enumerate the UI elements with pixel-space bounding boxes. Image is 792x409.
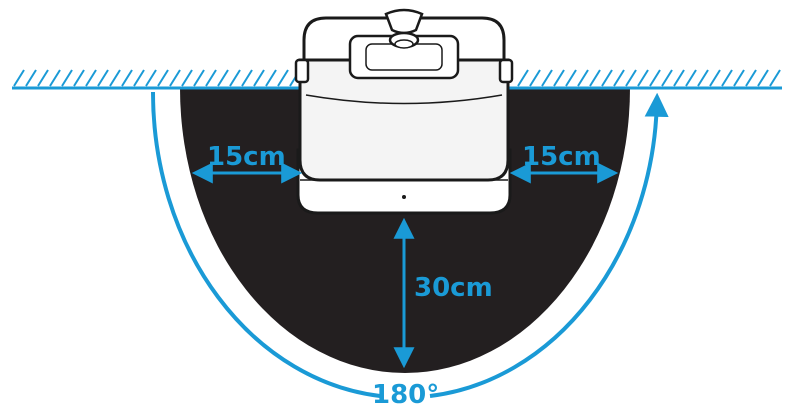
wall-hatch-mark bbox=[673, 69, 685, 87]
wall-hatch-mark bbox=[637, 69, 649, 87]
wall-hatch-mark bbox=[553, 69, 565, 87]
wall-hatch-mark bbox=[145, 69, 157, 87]
wall-hatch-mark bbox=[649, 69, 661, 87]
wall-hatch-mark bbox=[205, 69, 217, 87]
wall-hatch-mark bbox=[61, 69, 73, 87]
wall-hatch-mark bbox=[37, 69, 49, 87]
wall-hatch-mark bbox=[577, 69, 589, 87]
wall-hatch-mark bbox=[745, 69, 757, 87]
wall-hatch-mark bbox=[73, 69, 85, 87]
wall-hatch-mark bbox=[529, 69, 541, 87]
angle-arc-right bbox=[429, 92, 669, 398]
wall-hatch-mark bbox=[685, 69, 697, 87]
wall-hatch-mark bbox=[757, 69, 769, 87]
angle-label: 180° bbox=[372, 380, 439, 409]
front-clearance-label: 30cm bbox=[414, 273, 493, 303]
wall-hatch-mark bbox=[565, 69, 577, 87]
wall-hatch-mark bbox=[589, 69, 601, 87]
wall-hatch-mark bbox=[229, 69, 241, 87]
wall-hatch-mark bbox=[253, 69, 265, 87]
wall-hatch-mark bbox=[193, 69, 205, 87]
wall-hatch-mark bbox=[25, 69, 37, 87]
wall-hatch-mark bbox=[181, 69, 193, 87]
wall-hatch-mark bbox=[625, 69, 637, 87]
wall-hatch-mark bbox=[613, 69, 625, 87]
wall-hatch-mark bbox=[721, 69, 733, 87]
wall-hatch-mark bbox=[709, 69, 721, 87]
wall-hatch-mark bbox=[109, 69, 121, 87]
wall-hatch-mark bbox=[241, 69, 253, 87]
wall-hatch-mark bbox=[541, 69, 553, 87]
wall-hatch-mark bbox=[661, 69, 673, 87]
right-clearance-label: 15cm bbox=[522, 142, 601, 172]
wall-hatch-mark bbox=[157, 69, 169, 87]
wall-hatch-mark bbox=[769, 69, 781, 87]
fountain-icon bbox=[294, 8, 514, 215]
wall-hatch-mark bbox=[277, 69, 289, 87]
wall-hatch-mark bbox=[133, 69, 145, 87]
wall-hatch-mark bbox=[97, 69, 109, 87]
wall-hatch-mark bbox=[517, 69, 529, 87]
wall-hatch-mark bbox=[217, 69, 229, 87]
wall-hatch-mark bbox=[85, 69, 97, 87]
wall-hatch-mark bbox=[169, 69, 181, 87]
wall-hatch-mark bbox=[49, 69, 61, 87]
wall-hatch-mark bbox=[697, 69, 709, 87]
wall-hatch-mark bbox=[13, 69, 25, 87]
angle-arc bbox=[150, 91, 381, 398]
wall-hatch-mark bbox=[121, 69, 133, 87]
wall-hatch-mark bbox=[265, 69, 277, 87]
wall-hatch-mark bbox=[733, 69, 745, 87]
wall-hatch-mark bbox=[601, 69, 613, 87]
left-clearance-label: 15cm bbox=[207, 142, 286, 172]
